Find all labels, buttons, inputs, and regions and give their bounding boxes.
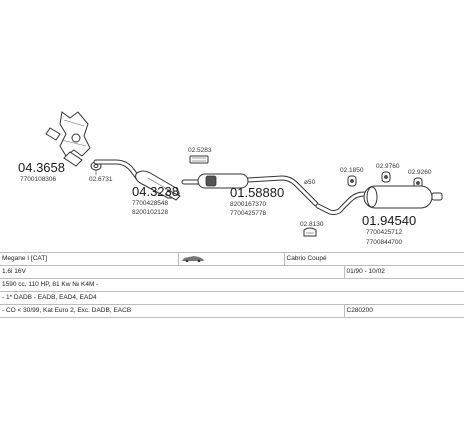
rear-silencer-part[interactable] <box>363 185 443 209</box>
notes-line-1: - 1* DADB - EADB, EAD4, EAD4 <box>0 291 464 305</box>
notes-line-2: - CO < 30/99, Kat Euro 2, Exc. DADB, EAC… <box>0 304 344 318</box>
exhaust-system-diagram: 04.3658 7700108306 02.6731 04.3238 77004… <box>18 111 443 246</box>
part-code-02-6731: 02.6731 <box>89 176 113 183</box>
table-row: - CO < 30/99, Kat Euro 2, Exc. DADB, EAC… <box>0 304 464 318</box>
oem-number-7700844700: 7700844700 <box>366 239 403 246</box>
production-years: 01/90 - 10/02 <box>343 265 464 279</box>
part-code-02-5283: 02.5283 <box>188 147 212 154</box>
oem-number-7700428548: 7700428548 <box>132 200 169 207</box>
part-code-02-9760: 02.9760 <box>376 163 400 170</box>
gasket-part[interactable] <box>189 155 209 164</box>
oem-number-7700425778: 7700425778 <box>230 210 267 217</box>
model-name: Megane I [CAT] <box>0 252 178 266</box>
part-number-04-3238: 04.3238 <box>132 184 179 199</box>
part-number-01-94540: 01.94540 <box>362 213 416 228</box>
table-row: - 1* DADB - EADB, EAD4, EAD4 <box>0 291 464 305</box>
exhaust-manifold-part[interactable] <box>45 111 91 167</box>
part-number-04-3658: 04.3658 <box>18 160 65 175</box>
engine-type: 1.6i 16V <box>0 265 344 279</box>
body-type: Cabrio Coupé <box>283 252 464 266</box>
table-row: 1.6i 16V 01/90 - 10/02 <box>0 265 464 279</box>
table-row: Megane I [CAT] Cabrio Coupé <box>0 252 464 266</box>
car-icon-cell <box>177 252 284 266</box>
part-number-01-58880: 01.58880 <box>230 185 284 200</box>
rear-clamp-part[interactable] <box>303 227 317 237</box>
rear-pipe-part[interactable] <box>315 191 367 215</box>
vehicle-info-table: Megane I [CAT] Cabrio Coupé 1.6i 16V 01/… <box>0 252 464 318</box>
oem-number-8200102128: 8200102128 <box>132 209 169 216</box>
middle-silencer-part[interactable] <box>181 173 319 207</box>
engine-specs: 1590 cc, 110 HP, 81 Kw № K4M - <box>0 278 464 292</box>
table-row: 1590 cc, 110 HP, 81 Kw № K4M - <box>0 278 464 292</box>
rubber-mount-part-2[interactable] <box>381 171 391 183</box>
oem-number-7700425712: 7700425712 <box>366 229 403 236</box>
car-icon <box>181 255 204 262</box>
part-code-02-9260: 02.9260 <box>408 169 432 176</box>
part-code-02-1850: 02.1850 <box>340 167 364 174</box>
oem-number-8200167370: 8200167370 <box>230 201 267 208</box>
pipe-diameter-label: ø50 <box>304 179 316 186</box>
part-code-02-8130: 02.8130 <box>300 221 324 228</box>
oem-number-7700108306: 7700108306 <box>20 176 57 183</box>
catalytic-converter-part[interactable] <box>93 159 181 201</box>
catalogue-code: C280200 <box>343 304 464 318</box>
rubber-mount-part-1[interactable] <box>347 175 357 187</box>
